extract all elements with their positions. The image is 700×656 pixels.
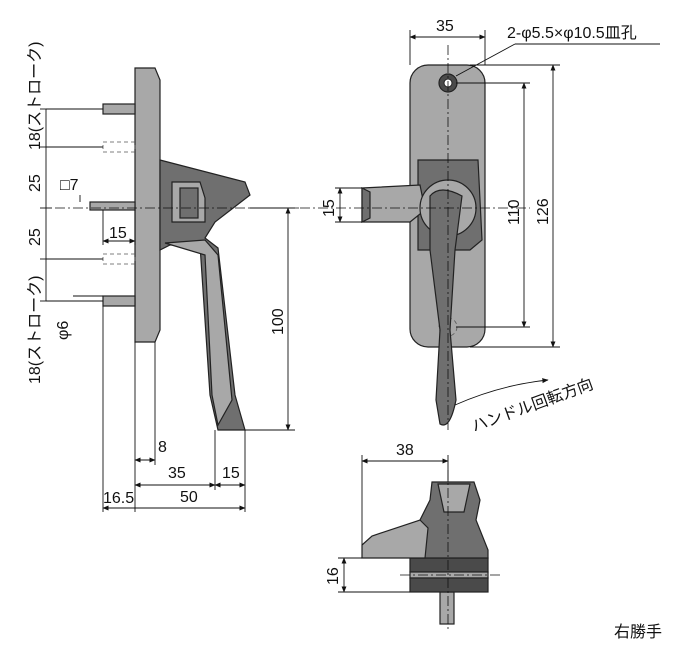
dim-8: 8 <box>158 439 167 456</box>
caption-right-hand: 右勝手 <box>614 623 662 641</box>
dim-15-pin: 15 <box>109 225 127 242</box>
bottom-body-top <box>437 483 471 513</box>
bottom-handle-tab <box>361 519 429 559</box>
dim-square-7: □7 <box>60 177 79 194</box>
dim-16-5: 16.5 <box>103 490 134 507</box>
hidden-slot-lower <box>102 253 136 265</box>
hidden-slot-upper <box>102 141 136 153</box>
front-view: 35 2-φ5.5×φ10.5皿孔 15 110 126 ハンドル回転方向 <box>300 18 660 436</box>
dim-38: 38 <box>396 442 414 459</box>
dim-16: 16 <box>325 567 342 585</box>
pin-center <box>89 201 136 211</box>
dim-100: 100 <box>270 308 287 335</box>
dim-35-front: 35 <box>436 18 454 35</box>
bottom-pin <box>439 591 455 625</box>
bottom-body <box>409 481 489 559</box>
dim-holes: 2-φ5.5×φ10.5皿孔 <box>507 24 637 42</box>
dim-phi6: φ6 <box>55 321 72 340</box>
bottom-view: 38 16 <box>325 442 500 630</box>
pin-top <box>102 103 136 115</box>
front-lever <box>429 189 463 426</box>
square-shaft <box>179 187 199 219</box>
dim-25-upper: 25 <box>27 174 44 192</box>
dim-25-lower: 25 <box>27 228 44 246</box>
rotation-arrow <box>454 378 549 406</box>
bottom-base-lower <box>409 577 489 593</box>
dim-stroke-bottom: 18(ストローク) <box>26 276 44 384</box>
dim-35-side: 35 <box>168 465 186 482</box>
dim-15-front: 15 <box>321 199 338 217</box>
front-knob-tab-end <box>361 187 371 223</box>
pin-bottom <box>102 295 136 307</box>
dim-stroke-top: 18(ストローク) <box>26 42 44 150</box>
dim-110: 110 <box>506 199 523 225</box>
dim-50: 50 <box>180 489 198 506</box>
base-plate <box>134 67 161 343</box>
holes-leader <box>455 43 516 77</box>
dim-126: 126 <box>535 198 552 225</box>
dim-15-bottom: 15 <box>222 465 240 482</box>
side-view: 18(ストローク) 25 25 18(ストローク) φ6 □7 15 100 8… <box>26 42 300 512</box>
front-knob-tab <box>361 184 426 223</box>
bottom-base-upper <box>409 557 489 573</box>
handle-grip <box>164 239 233 427</box>
rotation-label: ハンドル回転方向 <box>469 375 595 436</box>
